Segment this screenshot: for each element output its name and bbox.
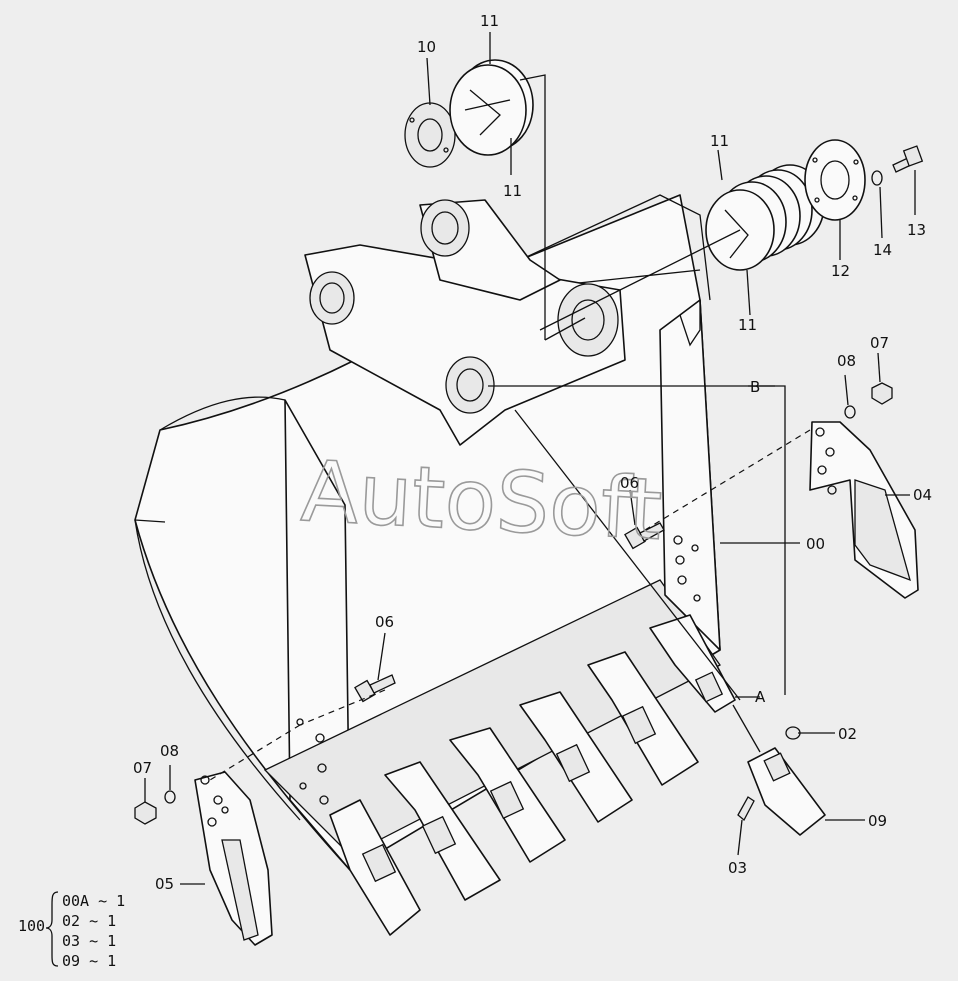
- tooth-1: [329, 799, 421, 936]
- tooth-4: [519, 691, 633, 823]
- callout-00: 00: [806, 535, 825, 553]
- callout-13: 13: [907, 221, 926, 239]
- tooth-5: [587, 651, 699, 786]
- callout-07-left: 07: [133, 759, 152, 777]
- callout-12: 12: [831, 262, 850, 280]
- boss-b: [445, 356, 495, 414]
- part-11-shims-top: [449, 59, 534, 156]
- kit-note: 100 00A ~ 1 02 ~ 1 03 ~ 1 09 ~ 1: [18, 891, 125, 970]
- callout-labels: 10 11 11 11 11 12 13 14 B A 08 07 04 00 …: [133, 12, 932, 893]
- callout-04: 04: [913, 486, 932, 504]
- callout-11-lower: 11: [503, 182, 522, 200]
- callout-11-right-bottom: 11: [738, 316, 757, 334]
- tooth-3: [449, 727, 566, 863]
- callout-05: 05: [155, 875, 174, 893]
- callout-14: 14: [873, 241, 892, 259]
- boss-left: [309, 271, 355, 325]
- kit-number: 100: [18, 917, 45, 935]
- callout-03: 03: [728, 859, 747, 877]
- kit-line-2: 02 ~ 1: [62, 912, 116, 930]
- part-08-washer-right: [844, 405, 856, 419]
- kit-line-1: 00A ~ 1: [62, 892, 125, 910]
- part-12-plate: [804, 139, 866, 221]
- part-08-washer-left: [164, 790, 176, 804]
- tooth-6: [649, 614, 736, 713]
- callout-10: 10: [417, 38, 436, 56]
- tooth-2: [384, 761, 501, 901]
- left-plate-holes: [296, 718, 329, 805]
- callout-11-right-top: 11: [710, 132, 729, 150]
- boss-right: [557, 283, 619, 357]
- part-07-nut-right: [871, 382, 893, 405]
- part-11-shims-right: [705, 164, 825, 271]
- callout-11-top: 11: [480, 12, 499, 30]
- kit-line-4: 09 ~ 1: [62, 952, 116, 970]
- part-06-bolt-right: [624, 522, 665, 550]
- leader-lines: [144, 32, 916, 885]
- watermark: AutoSoft: [299, 442, 664, 559]
- callout-02: 02: [838, 725, 857, 743]
- callout-06-left: 06: [375, 613, 394, 631]
- callout-08-left: 08: [160, 742, 179, 760]
- part-05-side-cutter: [194, 771, 273, 946]
- part-07-nut-left: [134, 801, 157, 825]
- callout-08-right: 08: [837, 352, 856, 370]
- callout-06-right: 06: [620, 474, 639, 492]
- right-plate-holes: [673, 535, 701, 602]
- callout-07-right: 07: [870, 334, 889, 352]
- boss-top: [420, 199, 470, 257]
- kit-line-3: 03 ~ 1: [62, 932, 116, 950]
- part-03-pin: [737, 796, 755, 822]
- part-10-cap: [404, 102, 456, 168]
- part-14-washer: [871, 170, 883, 186]
- callout-a: A: [755, 688, 766, 706]
- callout-09: 09: [868, 812, 887, 830]
- part-02-lock: [785, 726, 801, 740]
- part-09-tooth-point: [747, 747, 826, 836]
- part-13-bolt: [892, 145, 924, 173]
- part-04-side-cutter: [809, 421, 919, 599]
- callout-b: B: [750, 378, 760, 396]
- teeth-row: [329, 614, 736, 936]
